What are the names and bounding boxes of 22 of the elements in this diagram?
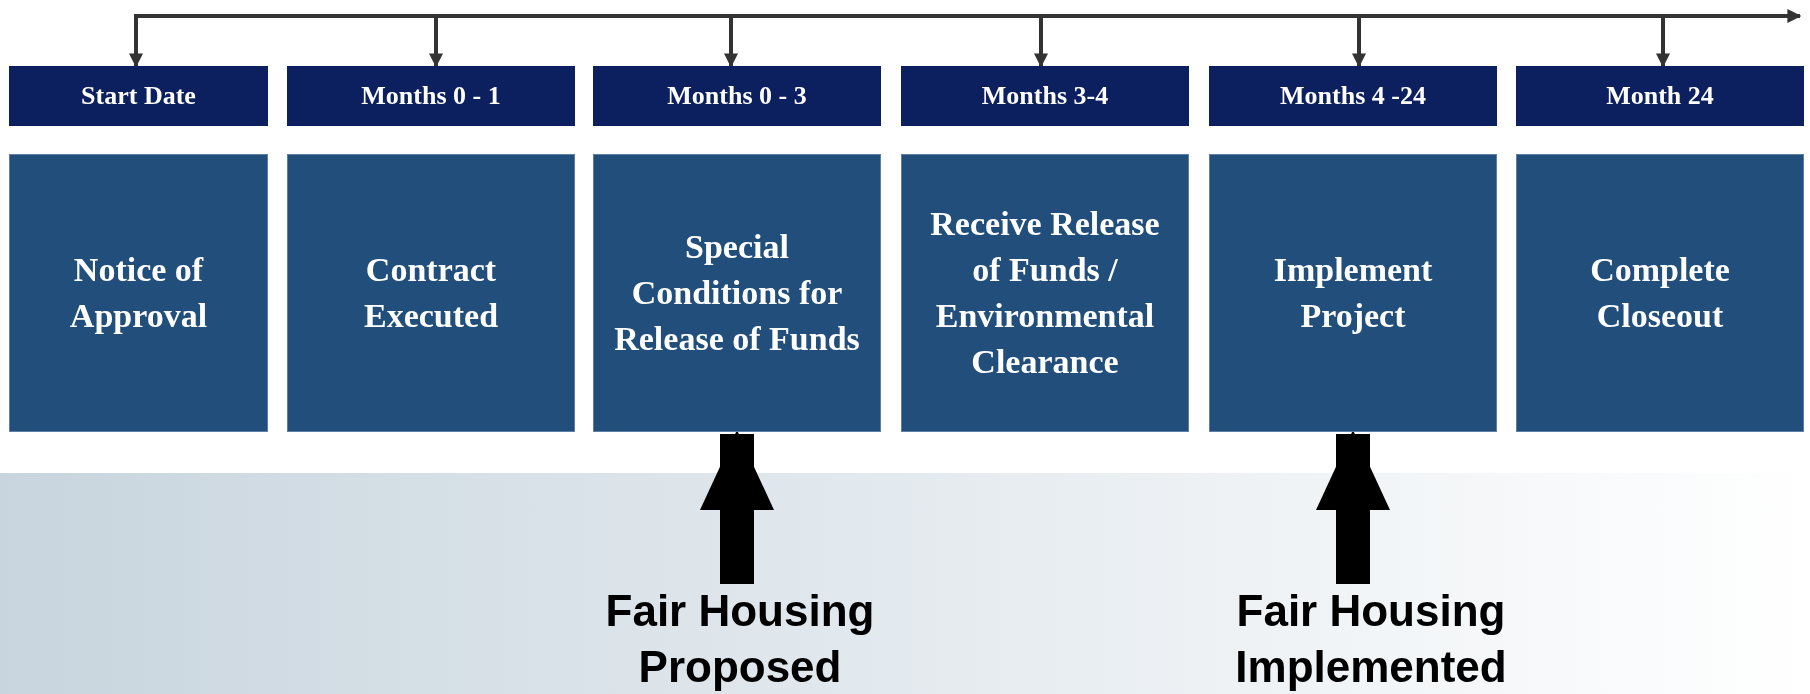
arrow	[724, 16, 738, 68]
arrow	[1034, 16, 1048, 68]
arrow	[129, 16, 143, 68]
step-box: Implement Project	[1209, 154, 1497, 432]
block-arrow	[1316, 430, 1390, 584]
date-header: Months 3-4	[901, 66, 1189, 126]
date-header: Months 4 -24	[1209, 66, 1497, 126]
step-box: Notice of Approval	[9, 154, 268, 432]
date-header: Months 0 - 1	[287, 66, 575, 126]
arrow	[429, 16, 443, 68]
date-header: Start Date	[9, 66, 268, 126]
step-box: Contract Executed	[287, 154, 575, 432]
step-box: Special Conditions for Release of Funds	[593, 154, 881, 432]
date-header: Month 24	[1516, 66, 1804, 126]
arrow	[1352, 16, 1366, 68]
milestone-label: Fair Housing Implemented	[1234, 585, 1508, 693]
step-box: Receive Release of Funds / Environmental Clearance	[901, 154, 1189, 432]
block-arrow	[700, 430, 774, 584]
arrow	[1656, 16, 1670, 68]
step-box: Complete Closeout	[1516, 154, 1804, 432]
date-header: Months 0 - 3	[593, 66, 881, 126]
milestone-label: Fair Housing Proposed	[604, 585, 876, 693]
